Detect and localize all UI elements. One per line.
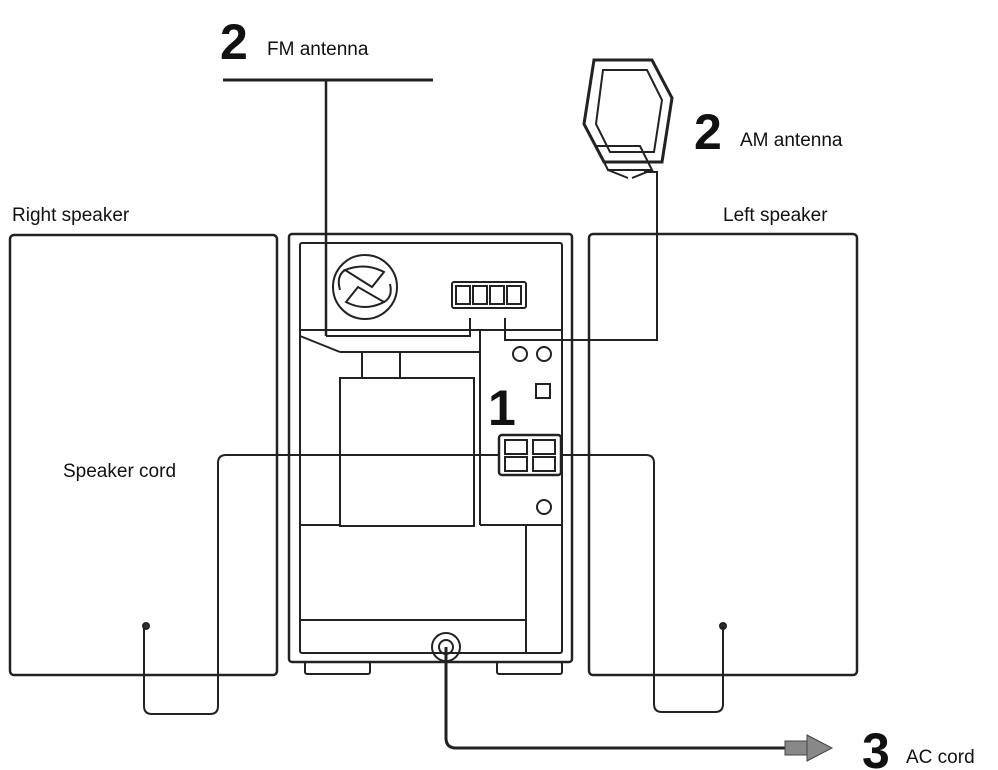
ac-cord (444, 647, 785, 750)
cooling-fan-icon (332, 254, 398, 320)
main-unit (287, 232, 574, 675)
ac-cord-label: AC cord (906, 747, 975, 768)
jack-2 (536, 346, 552, 362)
left-speaker-cord (561, 454, 724, 713)
right-speaker-cord (143, 454, 499, 715)
ac-cord-arrow-icon (784, 734, 834, 762)
speaker-step-number: 1 (488, 380, 516, 436)
antenna-terminal-block (451, 281, 527, 309)
fm-antenna-label: FM antenna (267, 39, 369, 60)
jack-3 (536, 499, 552, 515)
am-loop-antenna-icon (504, 58, 674, 341)
right-speaker-label: Right speaker (12, 205, 130, 226)
jack-1 (512, 346, 528, 362)
speaker-terminal-block (497, 433, 563, 477)
optical-jack (535, 383, 551, 399)
fm-step-number: 2 (220, 14, 248, 70)
ac-step-number: 3 (862, 723, 890, 770)
fm-antenna-wire (223, 78, 471, 337)
am-antenna-label: AM antenna (740, 130, 843, 151)
left-speaker-label: Left speaker (723, 205, 828, 226)
am-step-number: 2 (694, 104, 722, 160)
speaker-cord-label: Speaker cord (63, 461, 176, 482)
